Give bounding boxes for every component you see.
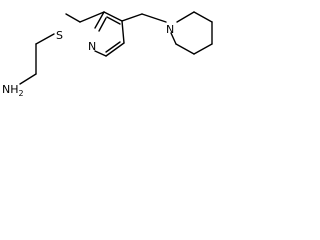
bond-s-c3 (65, 13, 81, 23)
bond-pip-1 (176, 11, 195, 23)
bond-c2-s (35, 33, 55, 45)
bond-c3-py2 (79, 11, 105, 23)
sulfur-label: S (56, 29, 63, 42)
piperidine-nitrogen-label: N (166, 23, 174, 36)
bond-py4-py5-inner (105, 41, 121, 53)
bond-py3-py4 (121, 20, 125, 44)
bond-pip-2 (193, 11, 213, 23)
pyridine-nitrogen-label: N (88, 40, 96, 53)
bond-py5-py6 (94, 50, 107, 57)
bond-pip-4 (193, 43, 213, 55)
structure-canvas: NH2 S N N (0, 0, 243, 106)
bond-n-py2-inner (98, 17, 107, 32)
bond-py4-py5 (105, 42, 125, 57)
bond-pip-5 (175, 43, 195, 55)
bond-ch2-pipn (141, 13, 167, 23)
amine-label: NH2 (2, 83, 24, 98)
atom-labels: NH2 S N N (2, 23, 174, 98)
bond-n-py2 (94, 11, 105, 29)
bond-py3-ch2 (121, 13, 143, 22)
bond-n-c1 (19, 73, 37, 85)
bond-pip-6 (170, 32, 177, 45)
bond-py2-py3-inner (106, 16, 121, 25)
bond-lines (19, 11, 213, 85)
bond-py2-py3 (103, 11, 123, 22)
background (0, 0, 243, 106)
